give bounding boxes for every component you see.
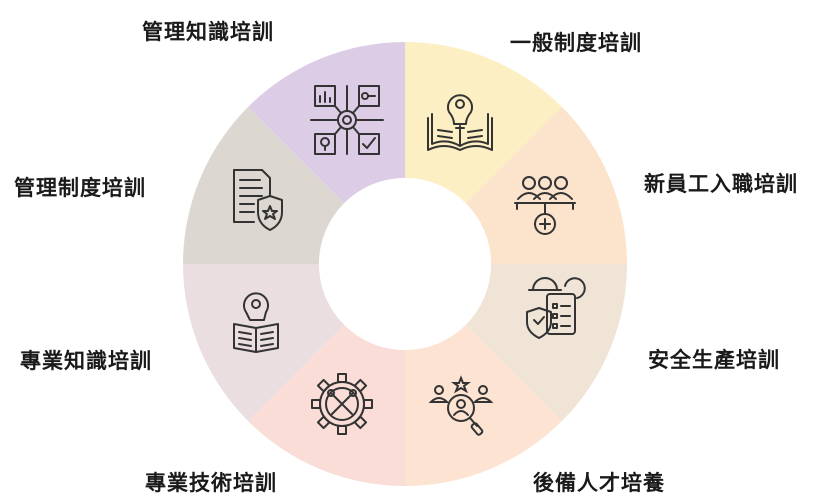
sector-management-knowledge-training xyxy=(248,42,405,204)
tools-gear-icon xyxy=(311,373,373,435)
wheel-center-hole xyxy=(319,178,491,350)
team-add-icon xyxy=(514,176,576,235)
label-management-system-training: 管理制度培訓 xyxy=(14,176,146,200)
label-professional-technical-training: 專業技術培訓 xyxy=(145,471,277,495)
label-safety-production-training: 安全生產培訓 xyxy=(648,348,780,372)
safety-checklist-icon xyxy=(526,277,586,339)
label-reserve-talent-development: 後備人才培養 xyxy=(533,471,665,495)
sector-reserve-talent-development xyxy=(405,324,562,486)
label-professional-knowledge-training: 專業知識培訓 xyxy=(20,349,152,373)
sector-general-system-training xyxy=(405,42,562,204)
talent-search-icon xyxy=(428,375,494,436)
sector-management-system-training xyxy=(183,107,345,264)
sector-safety-production-training xyxy=(465,264,627,421)
management-network-icon xyxy=(310,85,384,155)
label-new-employee-onboarding: 新員工入職培訓 xyxy=(644,172,798,196)
label-management-knowledge-training: 管理知識培訓 xyxy=(142,20,274,44)
sector-new-employee-onboarding xyxy=(465,107,627,264)
document-shield-icon xyxy=(233,169,283,231)
sector-professional-knowledge-training xyxy=(183,264,345,421)
knowledge-book-icon xyxy=(233,292,279,353)
label-general-system-training: 一般制度培訓 xyxy=(510,31,642,55)
book-lightbulb-icon xyxy=(427,94,493,151)
